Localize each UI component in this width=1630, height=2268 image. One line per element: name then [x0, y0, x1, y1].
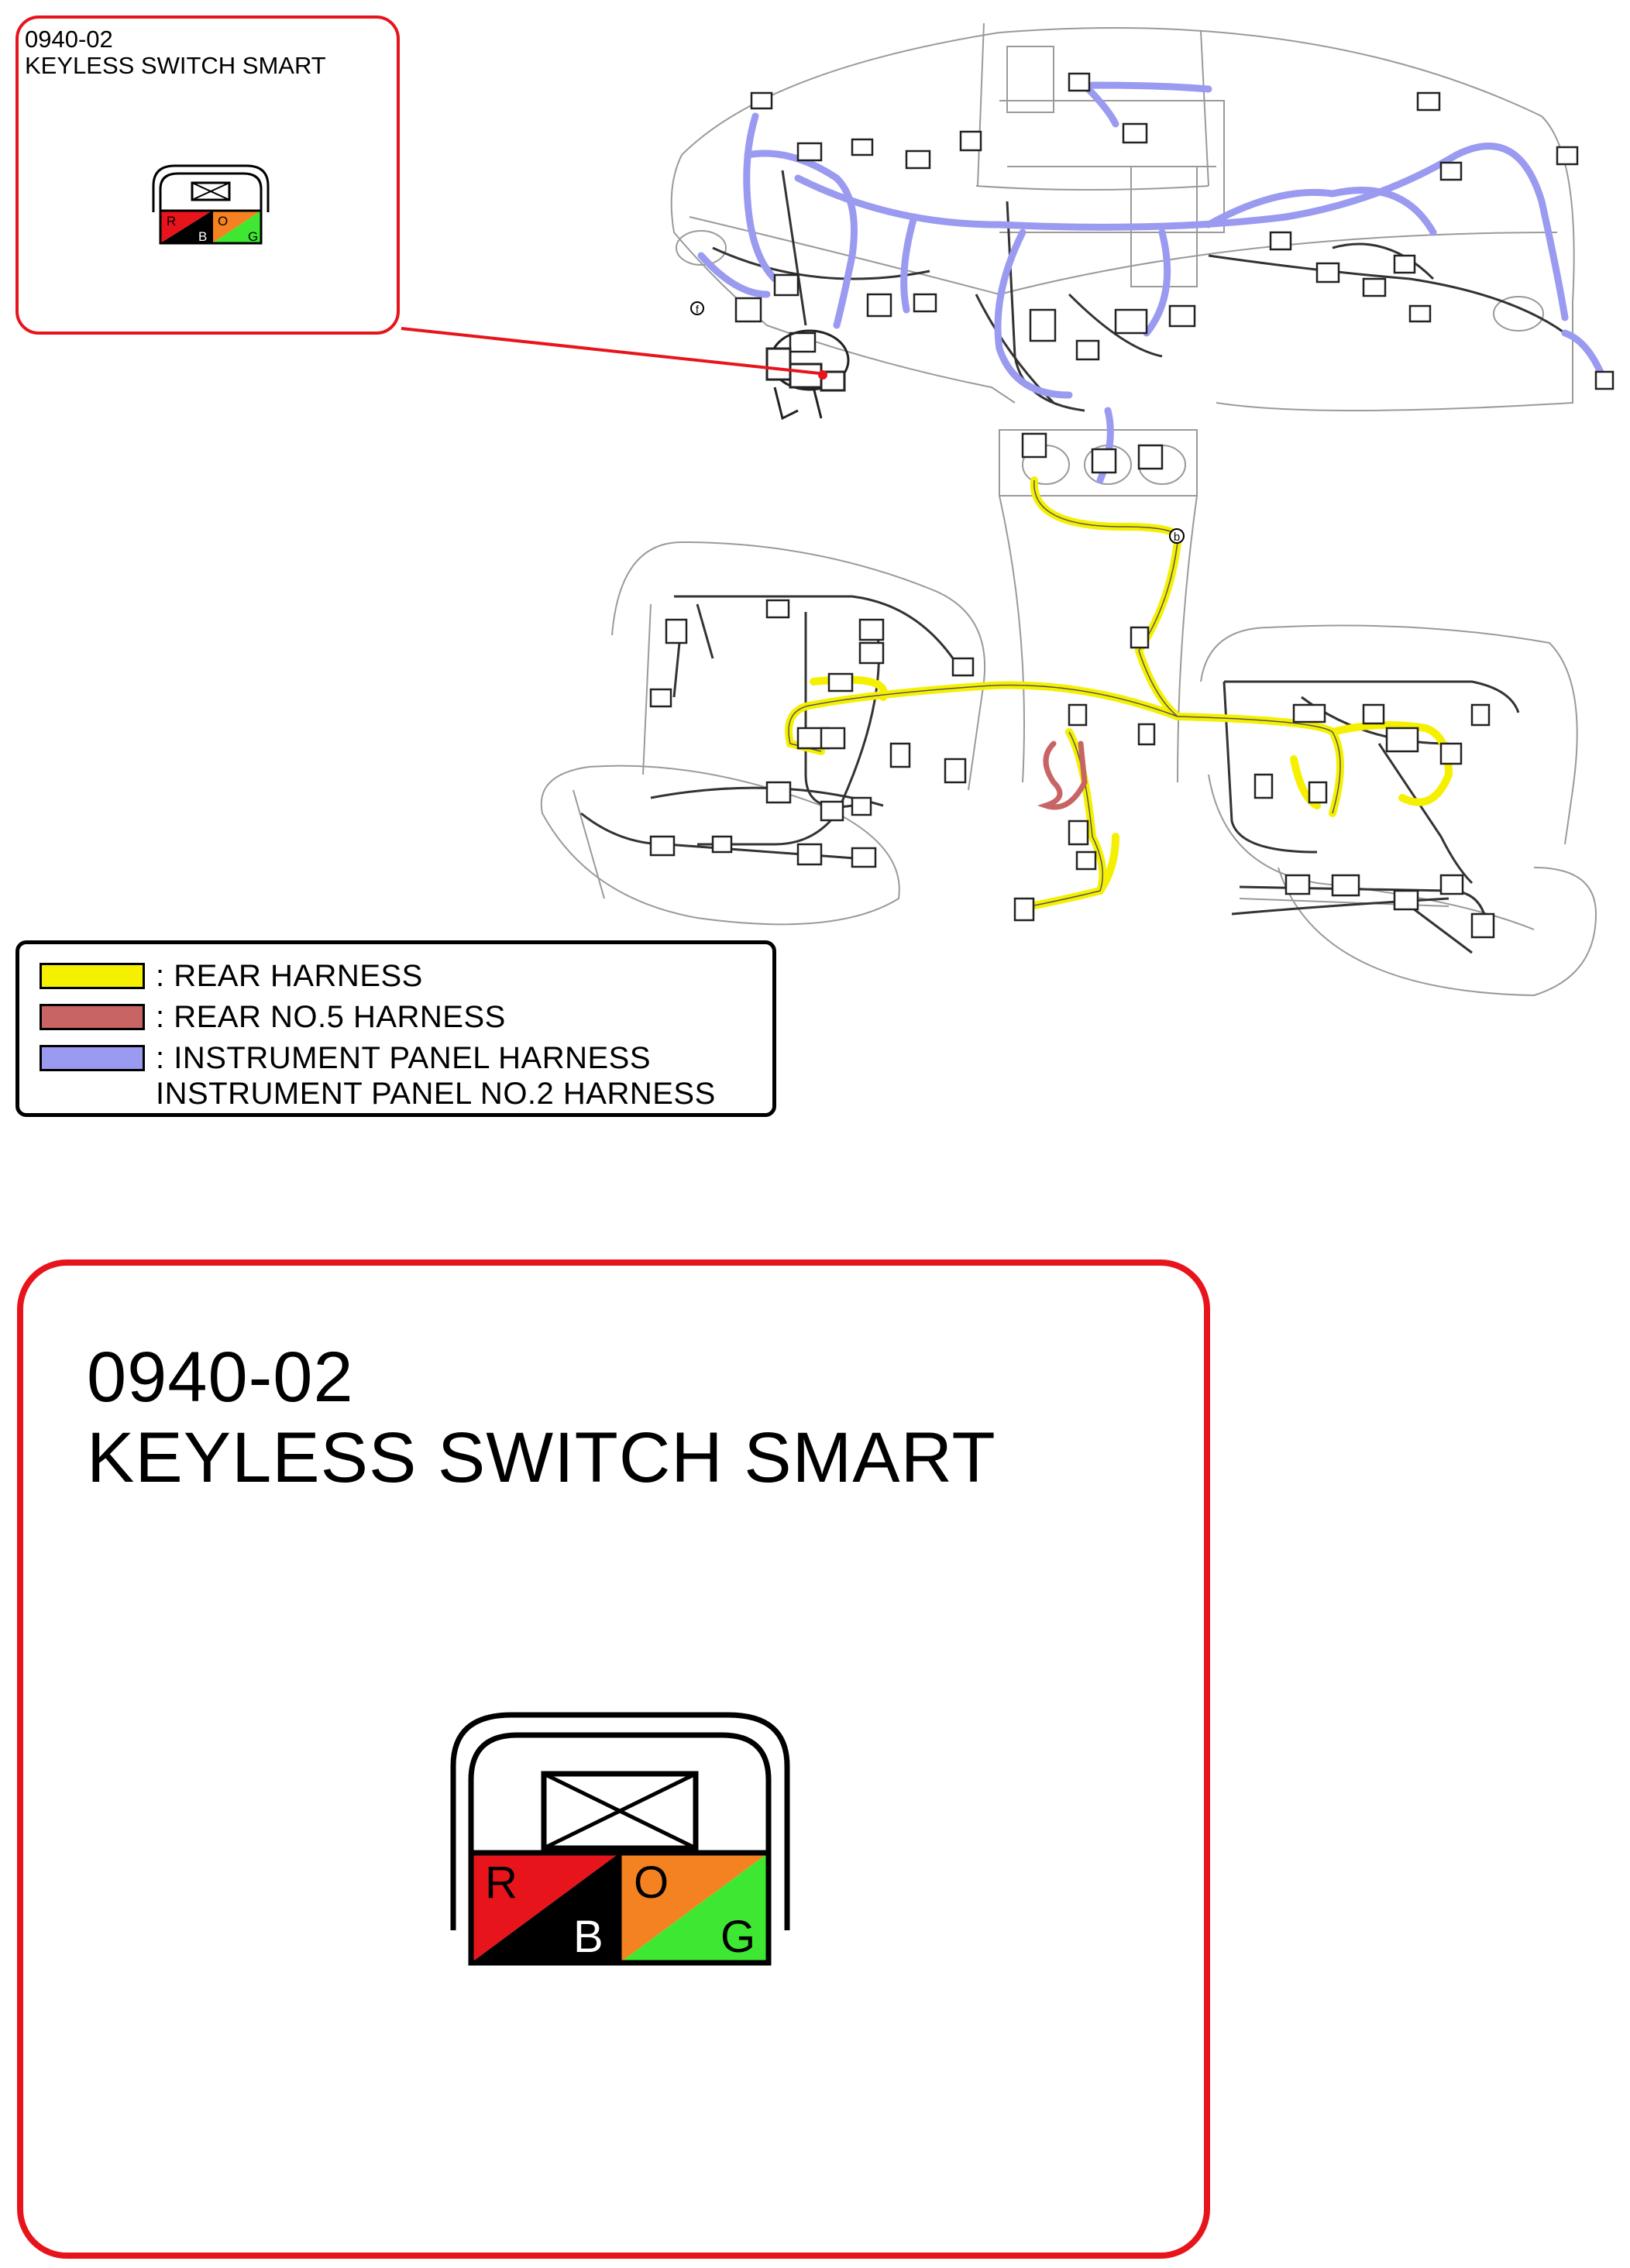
- large-pin-b: [471, 1853, 620, 1963]
- large-pin-block: [468, 1850, 772, 1966]
- marker-b: b: [1169, 528, 1185, 544]
- svg-text:f: f: [696, 303, 699, 315]
- large-pin-g: [620, 1853, 769, 1963]
- instrument-panel-no2-harness-label: INSTRUMENT PANEL NO.2 HARNESS: [156, 1076, 716, 1111]
- small-callout-title: 0940-02 KEYLESS SWITCH SMART: [25, 26, 326, 79]
- left-seat-outline: [540, 541, 986, 926]
- rear-no5-harness-label: : REAR NO.5 HARNESS: [156, 999, 506, 1034]
- legend-row-rear-harness: : REAR HARNESS: [40, 958, 423, 993]
- marker-f: f: [690, 301, 704, 315]
- legend-row-instrument-panel-harness: : INSTRUMENT PANEL HARNESS: [40, 1040, 652, 1075]
- small-connector-face-icon: R B O G: [152, 164, 270, 245]
- small-pin-block: [159, 209, 263, 245]
- legend-row-instrument-panel-no2-harness: INSTRUMENT PANEL NO.2 HARNESS: [156, 1076, 716, 1111]
- instrument-panel-harness-path: [697, 81, 1608, 484]
- large-connector-callout: [17, 1259, 1210, 2259]
- rear-harness-swatch: [40, 963, 145, 989]
- large-pin-g-label: G: [720, 1912, 755, 1962]
- right-seat-outline: [1200, 624, 1597, 997]
- harness-layout-diagram: f b: [401, 22, 1615, 997]
- large-connector-name: KEYLESS SWITCH SMART: [87, 1418, 996, 1497]
- large-pin-b-label: B: [573, 1912, 604, 1962]
- harness-legend: : REAR HARNESS : REAR NO.5 HARNESS : INS…: [15, 940, 776, 1117]
- small-pin-b: [160, 211, 212, 243]
- small-pin-g-label: G: [248, 229, 258, 244]
- large-connector-code: 0940-02: [87, 1338, 354, 1417]
- harness-connectors: [649, 72, 1615, 939]
- small-pin-r-label: R: [167, 214, 176, 229]
- rear-no5-harness-swatch: [40, 1004, 145, 1030]
- large-pin-o-label: O: [634, 1857, 669, 1908]
- callout-leader-line: [401, 327, 820, 375]
- instrument-panel-harness-label: : INSTRUMENT PANEL HARNESS: [156, 1040, 652, 1075]
- small-connector-callout: [15, 15, 400, 335]
- small-connector-name: KEYLESS SWITCH SMART: [25, 52, 326, 79]
- connector-location-marker: [818, 370, 827, 380]
- small-connector-code: 0940-02: [25, 26, 113, 53]
- rear-harness-label: : REAR HARNESS: [156, 958, 423, 993]
- small-pin-b-label: B: [198, 229, 207, 244]
- rear-no5-harness-path: [1037, 741, 1088, 810]
- legend-row-rear-no5-harness: : REAR NO.5 HARNESS: [40, 999, 506, 1034]
- large-pin-r-label: R: [485, 1857, 518, 1908]
- small-pin-o-label: O: [218, 214, 228, 229]
- dashboard-outline: [670, 22, 1575, 783]
- small-pin-g: [212, 211, 261, 243]
- large-callout-title: 0940-02 KEYLESS SWITCH SMART: [87, 1337, 996, 1498]
- svg-text:b: b: [1174, 531, 1180, 544]
- instrument-panel-harness-swatch: [40, 1045, 145, 1071]
